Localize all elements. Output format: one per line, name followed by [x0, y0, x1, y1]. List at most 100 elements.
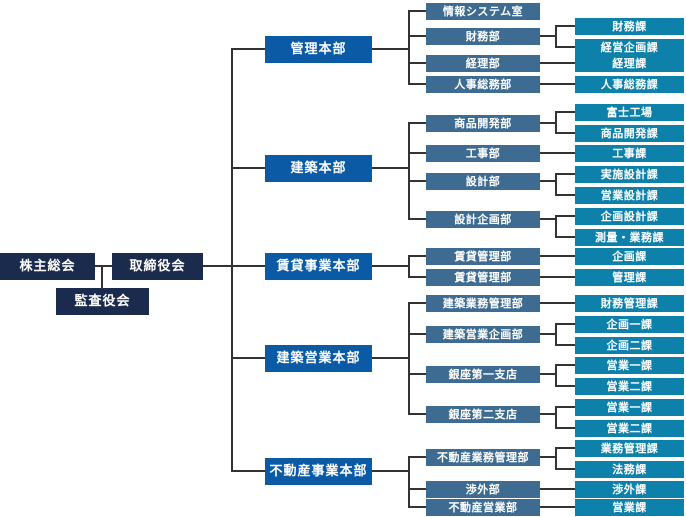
- connector-line: [408, 122, 410, 220]
- connector-line: [556, 406, 575, 408]
- section-box: 商品開発課: [575, 124, 684, 142]
- connector-line: [555, 364, 557, 387]
- department-box: 設計企画部: [426, 210, 540, 228]
- section-box: 財務課: [575, 17, 684, 35]
- connector-line: [540, 456, 557, 458]
- department-box: 設計部: [426, 172, 540, 190]
- connector-line: [555, 25, 557, 48]
- department-box: 経理部: [426, 54, 540, 72]
- connector-line: [540, 373, 557, 375]
- connector-line: [409, 83, 426, 85]
- section-box: 測量・業務課: [575, 228, 684, 246]
- section-box: 渉外課: [575, 480, 684, 498]
- connector-line: [232, 265, 265, 267]
- connector-line: [232, 167, 265, 169]
- connector-line: [409, 276, 426, 278]
- department-box: 商品開発部: [426, 114, 540, 132]
- section-box: 工事課: [575, 144, 684, 162]
- department-box: 建築営業企画部: [426, 325, 540, 343]
- department-box: 銀座第一支店: [426, 365, 540, 383]
- section-box: 管理課: [575, 268, 684, 286]
- department-box: 不動産営業部: [426, 498, 540, 516]
- connector-line: [540, 122, 557, 124]
- section-box: 企画一課: [575, 315, 684, 333]
- department-box: 工事部: [426, 144, 540, 162]
- connector-line: [409, 488, 426, 490]
- connector-line: [555, 215, 557, 238]
- division-box: 管理本部: [265, 35, 372, 63]
- department-box: 賃貸管理部: [426, 268, 540, 286]
- division-box: 賃貸事業本部: [265, 252, 372, 280]
- connector-line: [556, 194, 575, 196]
- section-box: 企画二課: [575, 336, 684, 354]
- connector-line: [231, 48, 233, 472]
- connector-line: [409, 506, 426, 508]
- division-box: 不動産事業本部: [265, 457, 372, 485]
- connector-line: [540, 302, 575, 304]
- connector-line: [555, 173, 557, 196]
- connector-line: [556, 385, 575, 387]
- connector-line: [409, 122, 426, 124]
- department-box: 建築業務管理部: [426, 294, 540, 312]
- connector-line: [556, 447, 575, 449]
- section-box: 企画設計課: [575, 207, 684, 225]
- connector-line: [540, 255, 575, 257]
- section-box: 財務管理課: [575, 294, 684, 312]
- section-box: 企画課: [575, 247, 684, 265]
- connector-line: [556, 323, 575, 325]
- connector-line: [409, 180, 426, 182]
- department-box: 情報システム室: [426, 2, 540, 20]
- connector-line: [101, 265, 103, 289]
- shareholders-meeting-box: 株主総会: [0, 252, 95, 280]
- connector-line: [540, 413, 557, 415]
- section-box: 営業課: [575, 498, 684, 516]
- connector-line: [408, 456, 410, 508]
- connector-line: [556, 468, 575, 470]
- section-box: 実施設計課: [575, 165, 684, 183]
- connector-line: [556, 132, 575, 134]
- section-box: 営業一課: [575, 398, 684, 416]
- section-box: 富士工場: [575, 103, 684, 121]
- connector-line: [203, 265, 233, 267]
- connector-line: [556, 46, 575, 48]
- connector-line: [540, 180, 557, 182]
- connector-line: [232, 470, 265, 472]
- connector-line: [409, 35, 426, 37]
- department-box: 銀座第二支店: [426, 405, 540, 423]
- department-box: 賃貸管理部: [426, 247, 540, 265]
- connector-line: [372, 357, 410, 359]
- section-box: 人事総務課: [575, 75, 684, 93]
- connector-line: [409, 255, 426, 257]
- section-box: 経理課: [575, 54, 684, 72]
- connector-line: [540, 83, 575, 85]
- connector-line: [409, 302, 426, 304]
- connector-line: [556, 427, 575, 429]
- connector-line: [556, 364, 575, 366]
- connector-line: [409, 152, 426, 154]
- division-box: 建築営業本部: [265, 344, 372, 372]
- connector-line: [555, 447, 557, 470]
- connector-line: [372, 470, 410, 472]
- connector-line: [409, 413, 426, 415]
- section-box: 営業二課: [575, 377, 684, 395]
- connector-line: [409, 456, 426, 458]
- connector-line: [232, 48, 265, 50]
- connector-line: [540, 152, 575, 154]
- connector-line: [556, 173, 575, 175]
- connector-line: [556, 25, 575, 27]
- connector-line: [409, 373, 426, 375]
- connector-line: [540, 35, 557, 37]
- section-box: 法務課: [575, 460, 684, 478]
- connector-line: [408, 302, 410, 415]
- connector-line: [556, 344, 575, 346]
- division-box: 建築本部: [265, 154, 372, 182]
- connector-line: [409, 218, 426, 220]
- connector-line: [408, 255, 410, 278]
- connector-line: [409, 62, 426, 64]
- connector-line: [372, 265, 410, 267]
- department-box: 不動産業務管理部: [426, 448, 540, 466]
- connector-line: [540, 62, 575, 64]
- section-box: 経営企画課: [575, 38, 684, 56]
- connector-line: [540, 488, 575, 490]
